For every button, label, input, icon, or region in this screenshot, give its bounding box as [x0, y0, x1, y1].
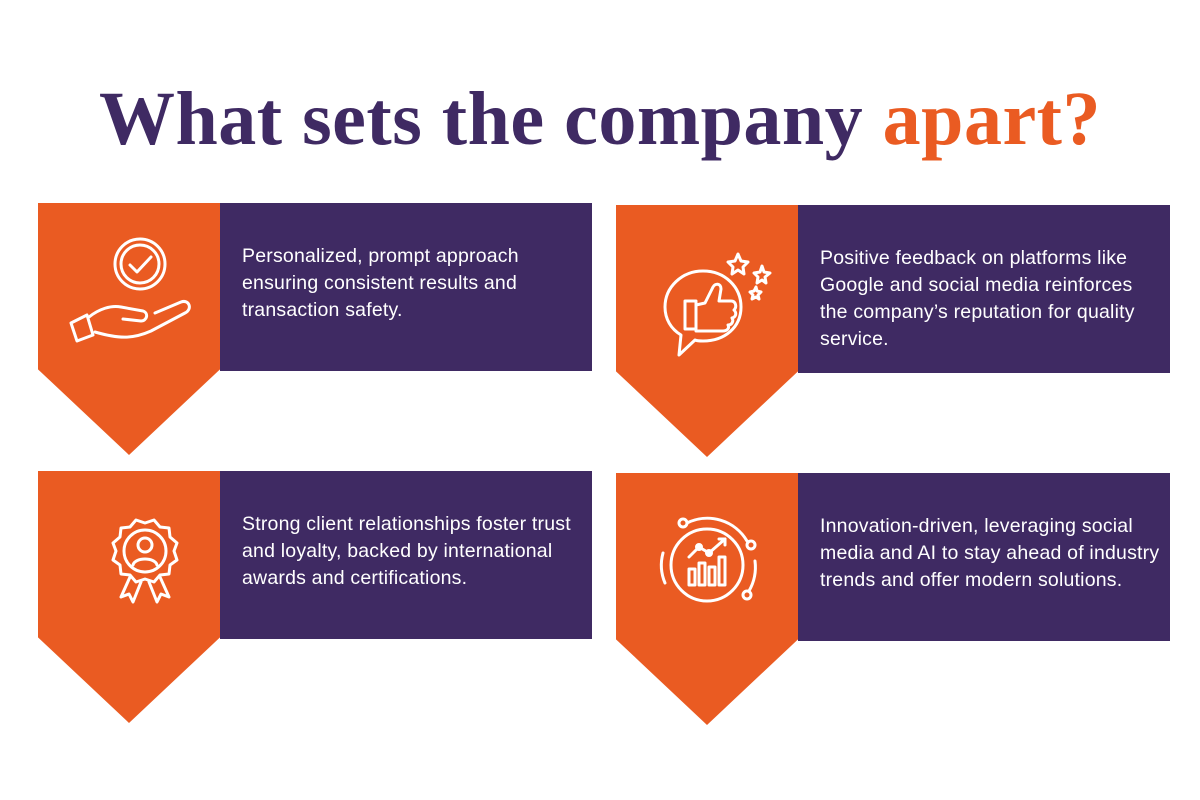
card-text: Personalized, prompt approach ensuring c… [242, 245, 519, 321]
feature-card-innovation: Innovation-driven, leveraging social med… [616, 473, 1172, 729]
card-text-panel [220, 203, 592, 371]
card-text: Strong client relationships foster trust… [242, 513, 571, 589]
hand-checkmark-icon [59, 225, 199, 365]
thumbs-up-stars-icon [637, 227, 777, 367]
card-text: Positive feedback on platforms like Goog… [820, 247, 1135, 350]
growth-chart-circle-icon [637, 495, 777, 635]
page-title: What sets the company apart? [0, 74, 1200, 164]
card-text-panel [220, 471, 592, 639]
title-accent: apart? [882, 77, 1101, 161]
feature-card-feedback: Positive feedback on platforms like Goog… [616, 205, 1172, 461]
feature-card-personalized: Personalized, prompt approach ensuring c… [38, 203, 594, 459]
card-text-panel [798, 205, 1170, 373]
card-text-panel [798, 473, 1170, 641]
feature-card-relationships: Strong client relationships foster trust… [38, 471, 594, 727]
card-text: Innovation-driven, leveraging social med… [820, 515, 1160, 591]
award-badge-person-icon [59, 493, 199, 633]
title-main: What sets the company [99, 77, 864, 161]
